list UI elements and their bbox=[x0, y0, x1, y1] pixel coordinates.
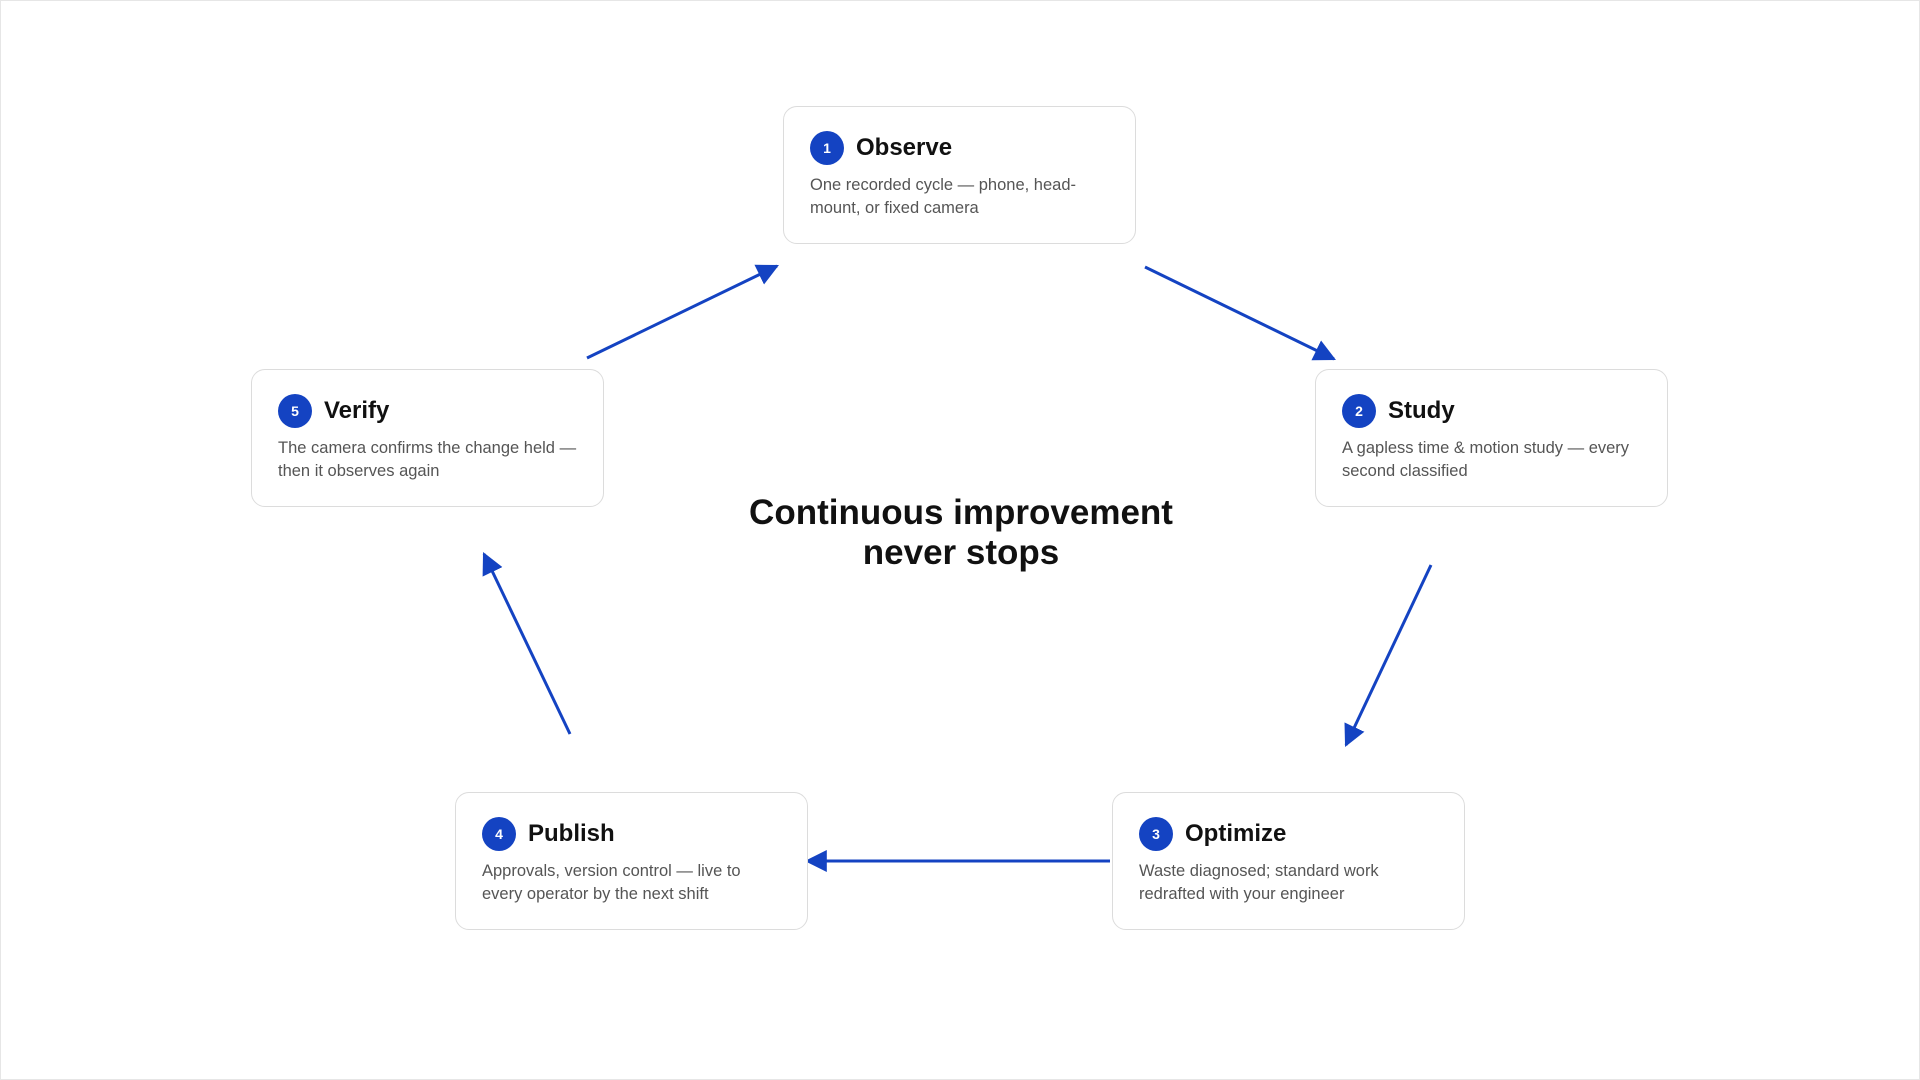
step-description: The camera confirms the change held — th… bbox=[278, 439, 577, 480]
step-card-observe: 1 Observe One recorded cycle — phone, he… bbox=[783, 106, 1136, 244]
step-number-badge: 2 bbox=[1342, 394, 1376, 428]
arrow-study-to-optimize bbox=[1344, 564, 1433, 747]
step-card-study: 2 Study A gapless time & motion study — … bbox=[1315, 369, 1668, 507]
step-title: Publish bbox=[528, 820, 615, 847]
arrow-publish-to-verify bbox=[482, 552, 572, 735]
step-number-badge: 1 bbox=[810, 131, 844, 165]
arrow-verify-to-observe bbox=[586, 264, 779, 360]
step-card-header: 1 Observe bbox=[810, 130, 1109, 166]
step-card-optimize: 3 Optimize Waste diagnosed; standard wor… bbox=[1112, 792, 1465, 930]
step-number-badge: 5 bbox=[278, 394, 312, 428]
step-card-header: 3 Optimize bbox=[1139, 816, 1438, 852]
step-title: Verify bbox=[324, 397, 390, 424]
step-card-header: 5 Verify bbox=[278, 393, 577, 429]
step-title: Optimize bbox=[1185, 820, 1287, 847]
step-card-header: 2 Study bbox=[1342, 393, 1641, 429]
step-title: Study bbox=[1388, 397, 1455, 424]
step-description: One recorded cycle — phone, head-mount, … bbox=[810, 176, 1076, 217]
step-title: Observe bbox=[856, 134, 953, 161]
arrow-observe-to-study bbox=[1144, 265, 1336, 361]
step-card-publish: 4 Publish Approvals, version control — l… bbox=[455, 792, 808, 930]
step-number-badge: 3 bbox=[1139, 817, 1173, 851]
step-card-verify: 5 Verify The camera confirms the change … bbox=[251, 369, 604, 507]
step-card-header: 4 Publish bbox=[482, 816, 781, 852]
step-description: Approvals, version control — live to eve… bbox=[482, 862, 741, 903]
center-title: Continuous improvement never stops bbox=[749, 493, 1173, 572]
step-number-badge: 4 bbox=[482, 817, 516, 851]
step-description: Waste diagnosed; standard work redrafted… bbox=[1139, 862, 1379, 903]
step-description: A gapless time & motion study — every se… bbox=[1342, 439, 1630, 480]
